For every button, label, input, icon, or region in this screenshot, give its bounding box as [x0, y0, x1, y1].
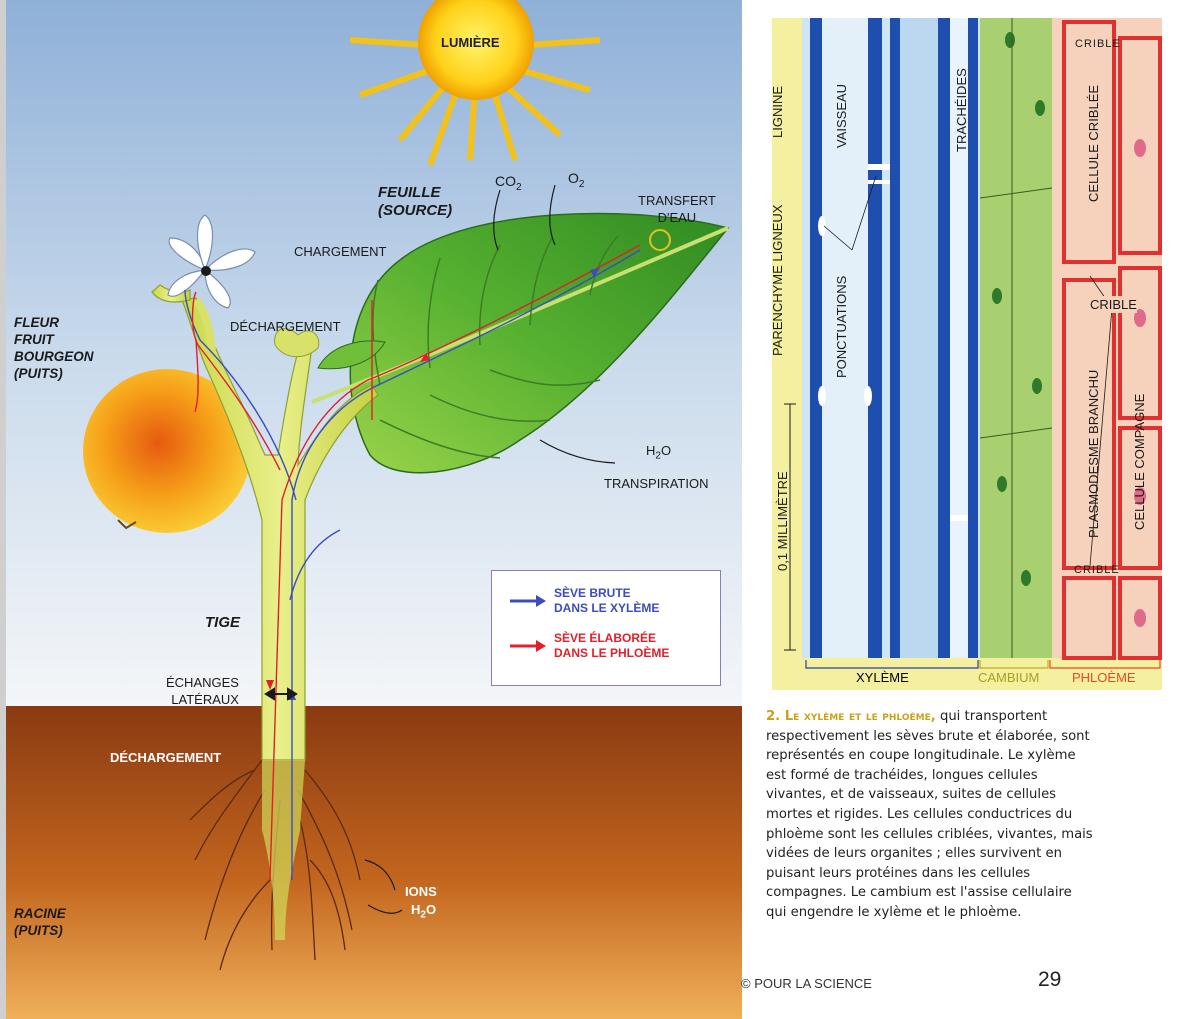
caption-heading: 2. Le xylème et le phloème,	[766, 709, 936, 724]
pits-label: PONCTUATIONS	[834, 276, 849, 378]
unloading-top-label: DÉCHARGEMENT	[230, 318, 341, 335]
plasmodesma-label: PLASMODESME BRANCHU	[1086, 370, 1101, 538]
sieve-top-label: CRIBLE	[1075, 36, 1121, 53]
xylem-label: XYLÈME	[856, 670, 909, 685]
plant-sap-illustration: LUMIÈRE FEUILLE (SOURCE) CO2 O2 TRANSFER…	[0, 0, 742, 1019]
water-transfer-label: TRANSFERT D'EAU	[638, 192, 716, 226]
light-label: LUMIÈRE	[441, 34, 500, 51]
sieve-cell-label: CELLULE CRIBLÉE	[1086, 85, 1101, 202]
ions-label: IONS	[405, 883, 437, 900]
sieve-bottom-label: CRIBLE	[1074, 562, 1120, 579]
loading-label: CHARGEMENT	[294, 243, 386, 260]
legend-xylem-text: SÈVE BRUTE DANS LE XYLÈME	[554, 586, 659, 616]
legend-xylem: SÈVE BRUTE DANS LE XYLÈME	[510, 586, 659, 616]
red-arrow-icon	[510, 639, 546, 653]
vessel-label: VAISSEAU	[834, 84, 849, 148]
legend: SÈVE BRUTE DANS LE XYLÈME SÈVE ÉLABORÉE …	[491, 570, 721, 686]
legend-phloem: SÈVE ÉLABORÉE DANS LE PHLOÈME	[510, 631, 669, 661]
caption-body: qui transportent respectivement les sève…	[766, 709, 1093, 920]
page-number: 29	[1038, 968, 1061, 992]
stem-label: TIGE	[205, 614, 240, 631]
plant-diagram-svg	[0, 0, 742, 1019]
root-sink-label: RACINE (PUITS)	[14, 905, 66, 939]
blue-arrow-icon	[510, 594, 546, 608]
sieve-label: CRIBLE	[1090, 296, 1137, 313]
lateral-exchange-label: ÉCHANGES LATÉRAUX	[166, 674, 239, 708]
copyright-credit: © POUR LA SCIENCE	[741, 976, 872, 991]
flower-sink-label: FLEUR FRUIT BOURGEON (PUITS)	[14, 314, 94, 382]
companion-cell-label: CELLULE COMPAGNE	[1132, 394, 1147, 530]
parenchyma-label: PARENCHYME LIGNEUX	[770, 205, 785, 356]
unloading-root-label: DÉCHARGEMENT	[110, 749, 221, 766]
h2o-leaf-label: H2O	[646, 442, 671, 465]
cambium-label: CAMBIUM	[978, 670, 1039, 685]
scale-label: 0,1 MILLIMÈTRE	[775, 471, 790, 571]
figure-caption: 2. Le xylème et le phloème, qui transpor…	[766, 707, 1096, 923]
transpiration-label: TRANSPIRATION	[604, 475, 709, 492]
co2-label: CO2	[495, 173, 522, 196]
tracheids-label: TRACHÉIDES	[954, 68, 969, 152]
leaf-source-label: FEUILLE (SOURCE)	[378, 184, 452, 220]
phloem-label: PHLOÈME	[1072, 670, 1136, 685]
h2o-root-label: H2O	[411, 901, 436, 924]
legend-phloem-text: SÈVE ÉLABORÉE DANS LE PHLOÈME	[554, 631, 669, 661]
o2-label: O2	[568, 170, 584, 193]
lignin-label: LIGNINE	[770, 86, 785, 138]
xylem-phloem-section: LIGNINE VAISSEAU TRACHÉIDES PARENCHYME L…	[772, 18, 1162, 690]
